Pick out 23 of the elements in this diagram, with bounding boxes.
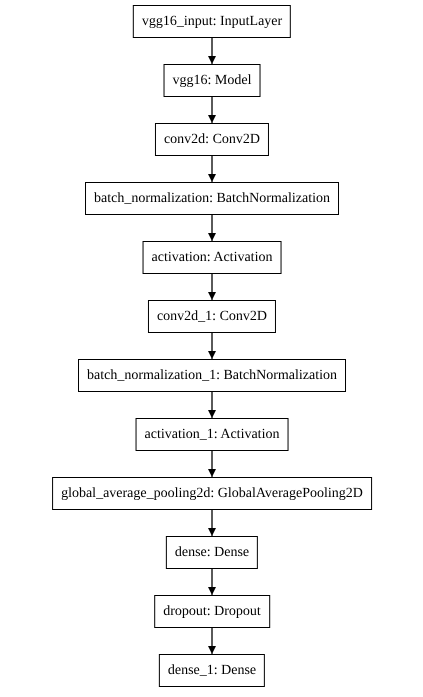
arrow [208,510,216,536]
layer-box: dense: Dense [166,536,258,569]
layer-box: vgg16: Model [164,64,260,97]
layer-box: batch_normalization: BatchNormalization [85,182,339,215]
arrow [208,333,216,359]
layer-box: activation: Activation [142,241,282,274]
layer-box: batch_normalization_1: BatchNormalization [78,359,346,392]
arrow [208,392,216,418]
layer-box: activation_1: Activation [136,418,288,451]
layer-box: vgg16_input: InputLayer [132,5,292,38]
arrow [208,569,216,595]
arrow [208,38,216,64]
layer-box: dense_1: Dense [158,654,266,687]
layer-box: dropout: Dropout [154,595,270,628]
layer-box: conv2d: Conv2D [154,123,270,156]
arrow [208,156,216,182]
arrow [208,215,216,241]
layer-box: global_average_pooling2d: GlobalAveragePooling2D [52,477,372,510]
layer-box: conv2d_1: Conv2D [148,300,276,333]
arrow [208,628,216,654]
arrow [208,274,216,300]
arrow [208,97,216,123]
arrow [208,451,216,477]
